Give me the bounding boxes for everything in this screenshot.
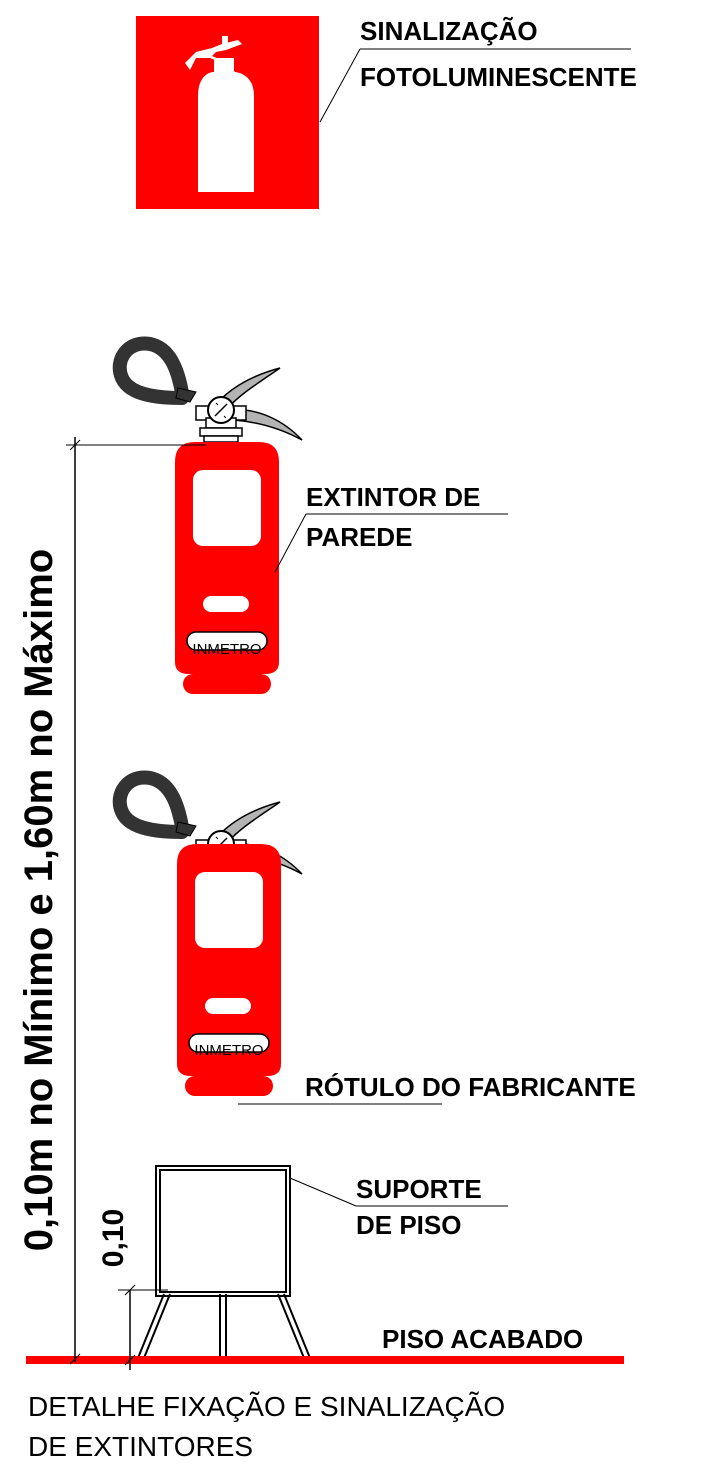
small-tick-bottom bbox=[124, 1354, 136, 1366]
manufacturer-label: RÓTULO DO FABRICANTE bbox=[305, 1072, 636, 1102]
extinguisher-sign-icon bbox=[185, 36, 254, 192]
support-leader-diagonal bbox=[289, 1177, 357, 1207]
support-label-line2: DE PISO bbox=[356, 1210, 461, 1240]
sign-label-line2: FOTOLUMINESCENTE bbox=[360, 62, 637, 92]
vertical-dimension-label: 0,10m no Mínimo e 1,60m no Máximo bbox=[17, 549, 61, 1251]
small-tick-top bbox=[124, 1284, 136, 1296]
bottom-tick bbox=[69, 1353, 81, 1365]
wall-extinguisher-leader-diagonal bbox=[274, 513, 307, 573]
sign-label-line1: SINALIZAÇÃO bbox=[360, 16, 538, 46]
wall-extinguisher-label-line1: EXTINTOR DE bbox=[306, 482, 480, 512]
title-line2: DE EXTINTORES bbox=[28, 1431, 253, 1462]
title-line1: DETALHE FIXAÇÃO E SINALIZAÇÃO bbox=[28, 1391, 505, 1422]
floor-extinguisher-badge: INMETRO bbox=[194, 1042, 263, 1059]
floor-label: PISO ACABADO bbox=[382, 1324, 583, 1354]
sign-leader-diagonal bbox=[319, 48, 361, 123]
wall-extinguisher-badge: INMETRO bbox=[192, 641, 261, 658]
support-label-line1: SUPORTE bbox=[356, 1174, 482, 1204]
wall-extinguisher-label-line2: PAREDE bbox=[306, 522, 412, 552]
floor-support bbox=[136, 1165, 312, 1359]
floor-line bbox=[26, 1356, 624, 1364]
small-dimension-label: 0,10 bbox=[97, 1209, 130, 1267]
